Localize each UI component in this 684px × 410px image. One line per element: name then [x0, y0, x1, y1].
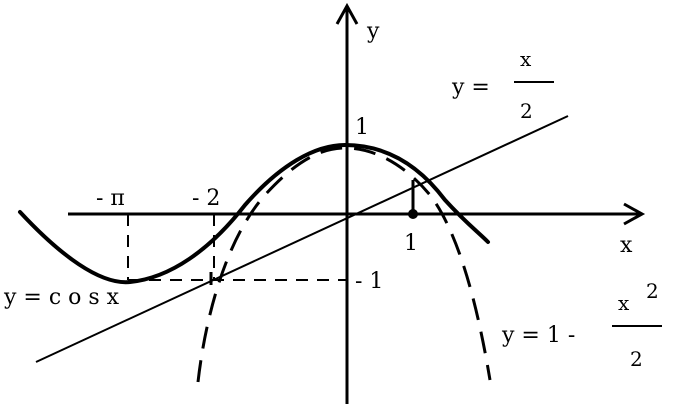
curve-line-x-over-2 [35, 115, 569, 363]
tick-label-neg-two: - 2 [192, 186, 220, 211]
label-parabola-numerator: x [618, 291, 630, 315]
x-axis-arrow [623, 202, 646, 226]
y-axis-arrow [335, 2, 359, 25]
label-parabola: y = 1 - x 2 2 [501, 279, 662, 371]
guide-lines [127, 214, 347, 281]
curve-cos-x [18, 142, 490, 285]
marker-points [209, 180, 418, 285]
curve-parabola [196, 146, 492, 383]
label-parabola-lhs: y = 1 - [501, 323, 575, 348]
y-axis-label: y [366, 19, 380, 44]
x-axis-label: x [620, 233, 633, 258]
label-line-lhs: y = [451, 75, 490, 100]
label-parabola-exponent: 2 [646, 279, 659, 303]
label-line-denominator: 2 [520, 99, 533, 123]
tick-label-x-one: 1 [404, 231, 418, 256]
tick-label-y-one: 1 [355, 115, 369, 140]
label-line-x-over-2: y = x 2 [451, 47, 554, 123]
tick-label-y-neg-one: - 1 [355, 269, 383, 294]
label-cos-x: y = c o s x [3, 285, 120, 310]
marker-dot-one [408, 209, 418, 219]
label-line-numerator: x [520, 47, 532, 71]
label-parabola-denominator: 2 [630, 347, 643, 371]
tick-label-neg-pi: - π [96, 186, 125, 211]
